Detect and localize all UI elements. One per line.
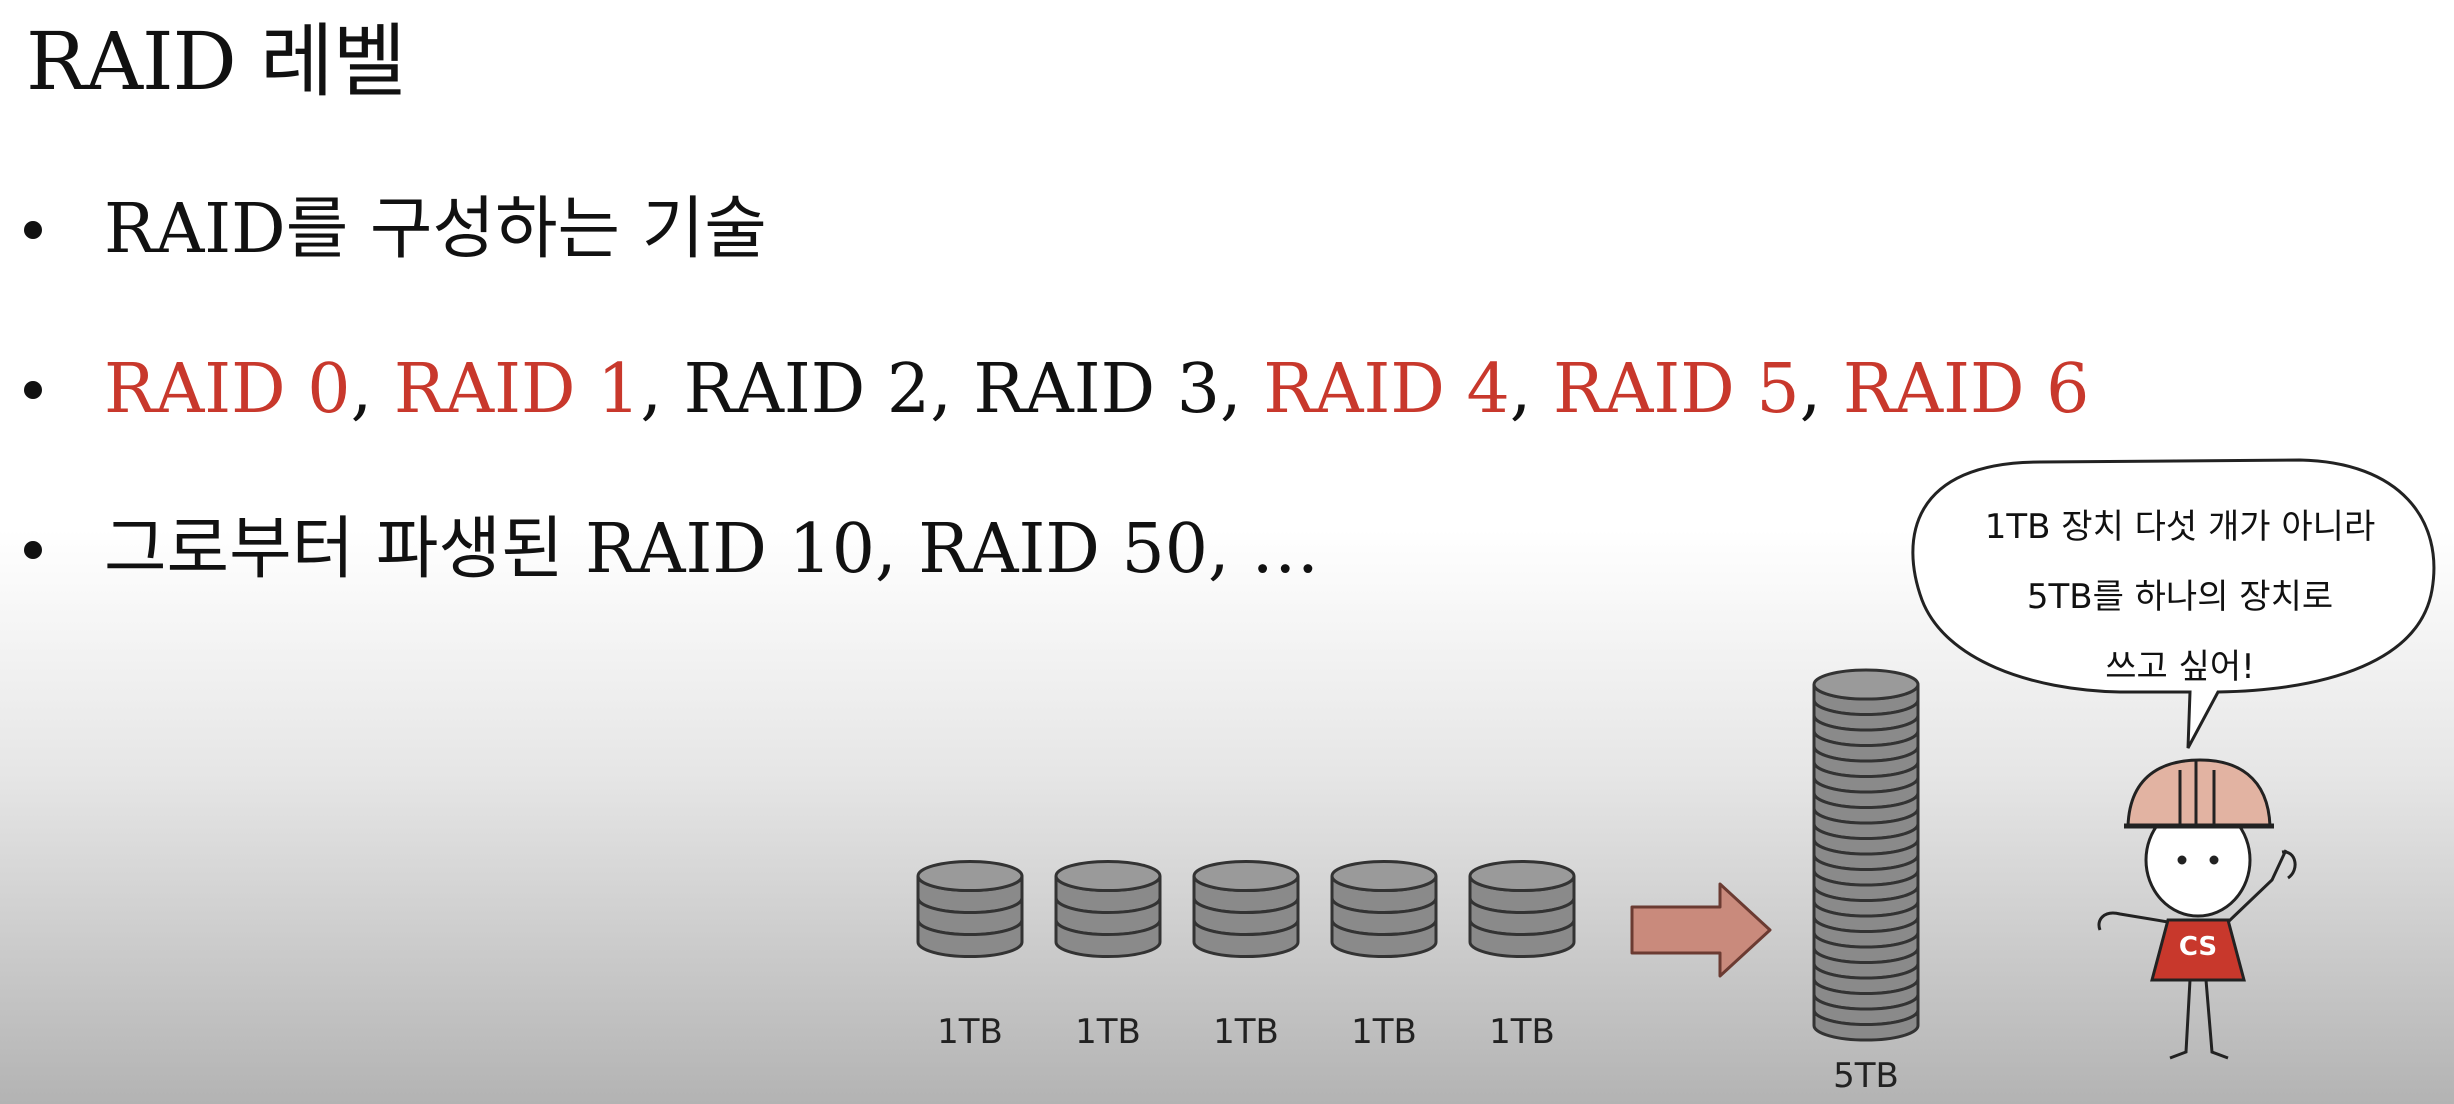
bullet-list: RAID를 구성하는 기술 RAID 0, RAID 1, RAID 2, RA…	[24, 175, 2089, 655]
small-disk-label: 1TB	[1213, 1012, 1279, 1052]
disk-top	[916, 859, 1024, 893]
disk-platter	[1192, 919, 1300, 959]
page-title: RAID 레벨	[26, 15, 406, 108]
disk-platter	[1812, 1009, 1920, 1042]
small-disk	[1330, 859, 1438, 959]
speech-bubble	[1911, 458, 2436, 749]
disk-platter	[1330, 919, 1438, 959]
small-disk-label: 1TB	[1351, 1012, 1417, 1052]
bullet-text: 그로부터 파생된 RAID 10, RAID 50, …	[104, 510, 1320, 589]
speech-line: 1TB 장치 다섯 개가 아니라	[1984, 507, 2376, 547]
raid-level-highlight: RAID 0	[104, 350, 351, 429]
small-disk	[1468, 859, 1576, 959]
bullet-text: RAID를 구성하는 기술	[104, 190, 767, 269]
raid-level-highlight: RAID 6	[1842, 350, 2090, 429]
bullet-raid-tech: RAID를 구성하는 기술	[24, 175, 2089, 335]
disk-top	[1192, 859, 1300, 893]
raid-level-text: ,	[1509, 350, 1554, 429]
bullet-derived-levels: 그로부터 파생된 RAID 10, RAID 50, …	[24, 495, 2089, 655]
raid-level-list: RAID 0, RAID 1, RAID 2, RAID 3, RAID 4, …	[104, 350, 2089, 429]
small-disk	[916, 859, 1024, 959]
raid-level-text: ,	[1799, 350, 1843, 429]
small-disk-label: 1TB	[937, 1012, 1003, 1052]
bullet-dot	[24, 541, 42, 559]
raid-level-text: ,	[350, 350, 394, 429]
small-disk	[1054, 859, 1162, 959]
speech-line: 5TB를 하나의 장치로	[2026, 577, 2334, 617]
small-disk-label: 1TB	[1075, 1012, 1141, 1052]
speech-text: 1TB 장치 다섯 개가 아니라 5TB를 하나의 장치로 쓰고 싶어!	[1920, 492, 2440, 702]
raid-level-highlight: RAID 4	[1263, 350, 1510, 429]
bullet-raid-levels: RAID 0, RAID 1, RAID 2, RAID 3, RAID 4, …	[24, 335, 2089, 495]
big-disk-label: 5TB	[1833, 1056, 1899, 1096]
raid-level-text: , RAID 2, RAID 3,	[640, 350, 1264, 429]
disk-platter	[916, 919, 1024, 959]
small-disk-label: 1TB	[1489, 1012, 1555, 1052]
speech-line: 쓰고 싶어!	[2105, 647, 2255, 687]
right-arrow-icon	[1630, 882, 1772, 978]
disk-top	[1468, 859, 1576, 893]
big-disk	[1812, 668, 1920, 1042]
disk-top	[1054, 859, 1162, 893]
bullet-dot	[24, 221, 42, 239]
small-disk-group	[916, 859, 1576, 959]
disk-top	[1812, 668, 1920, 701]
shirt-text: CS	[2179, 932, 2217, 962]
raid-level-highlight: RAID 1	[393, 350, 641, 429]
big-disk-stack	[1812, 668, 1920, 1042]
disk-platter	[1054, 919, 1162, 959]
bullet-dot	[24, 381, 42, 399]
raid-level-highlight: RAID 5	[1553, 350, 1800, 429]
small-disk	[1192, 859, 1300, 959]
disk-platter	[1468, 919, 1576, 959]
cs-character	[2097, 758, 2297, 1060]
disk-top	[1330, 859, 1438, 893]
